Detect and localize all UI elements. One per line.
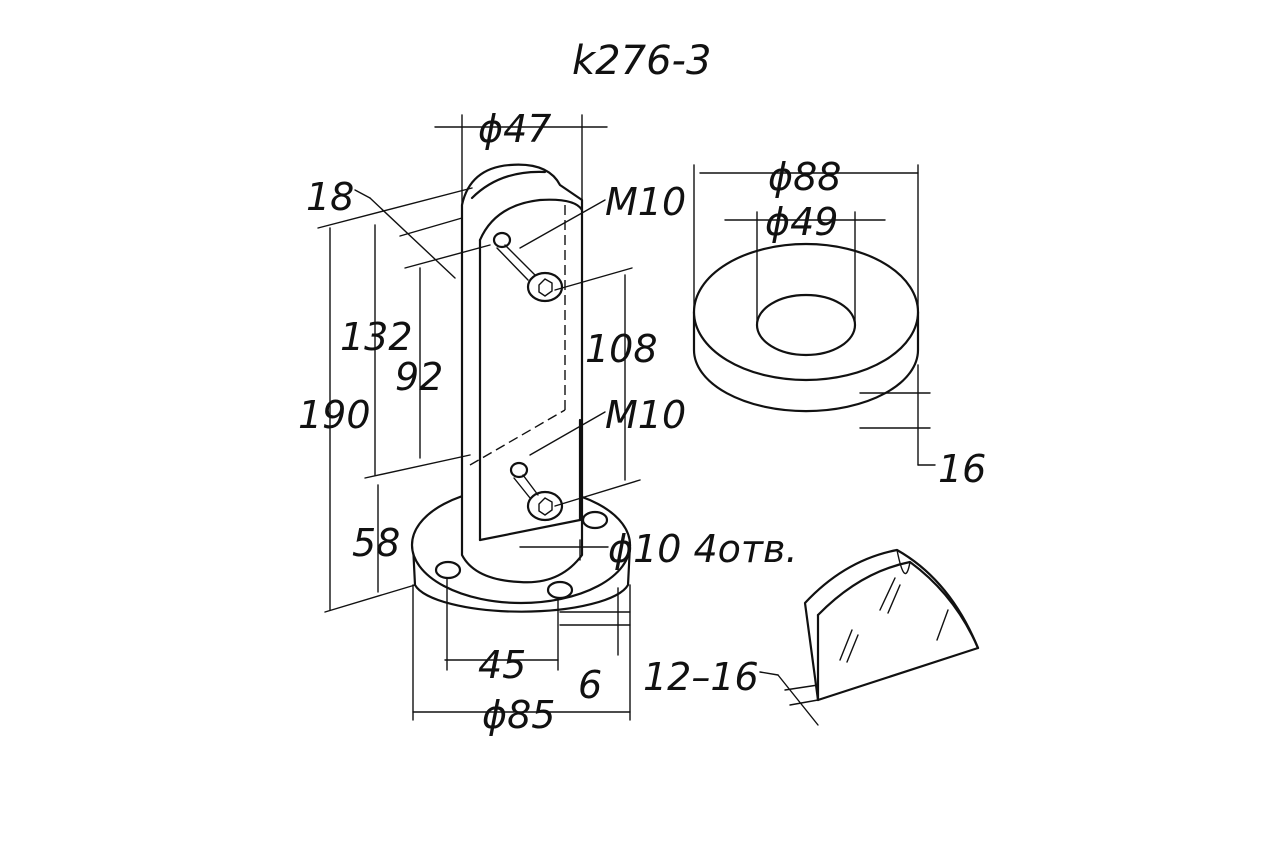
mount-hole [434,560,462,580]
cover-disc [692,164,936,466]
glass-panel [759,548,980,726]
label-m10-top: M10 [605,180,686,224]
label-glass-thickness: 12–16 [643,655,759,699]
label-18: 18 [306,175,354,219]
label-6: 6 [578,663,602,707]
label-58: 58 [352,521,400,565]
drawing-title: k276-3 [572,38,711,84]
post [460,163,584,584]
screw-lower [509,461,564,522]
label-108: 108 [585,327,658,371]
label-190: 190 [298,393,371,437]
dimension-labels: ϕ47 ϕ88 ϕ49 M10 18 132 92 190 108 M10 58… [298,107,986,737]
label-holes: ϕ10 4отв. [608,527,798,571]
label-132: 132 [340,315,413,359]
label-phi47: ϕ47 [478,107,551,151]
screw-upper [492,231,564,303]
dimension-lines [317,114,641,721]
label-phi85: ϕ85 [482,693,555,737]
label-phi88: ϕ88 [768,155,841,199]
mount-hole [546,580,574,600]
label-92: 92 [395,355,443,399]
label-phi49: ϕ49 [765,200,838,244]
label-45: 45 [478,643,526,687]
label-m10-bottom: M10 [605,393,686,437]
label-16: 16 [938,447,986,491]
